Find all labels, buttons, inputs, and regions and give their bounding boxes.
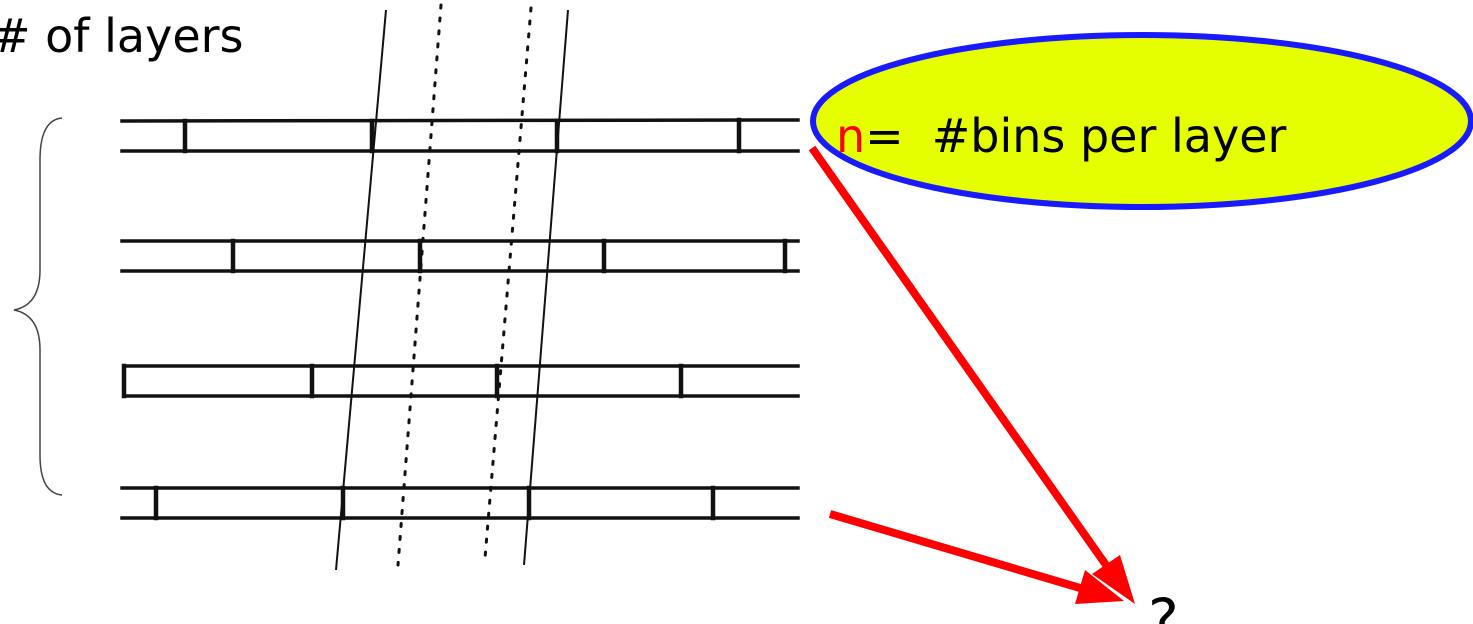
layer-2 [120,238,800,274]
layers-label: # of layers [0,9,244,63]
track-left-boundary [335,9,387,571]
arrow-from-layers-head [1075,570,1124,604]
layer-1 [120,117,800,154]
equals-sign: = [865,109,904,163]
track-right-dotted [483,6,533,560]
bins-description: #bins per layer [932,109,1287,163]
arrow-from-callout-head [1092,555,1135,604]
track-left-dotted [396,3,443,567]
arrows [808,145,1135,604]
arrow-from-layers [828,510,1082,592]
bins-callout-ellipse [810,32,1473,210]
track-right-boundary [523,9,569,566]
variable-n: n [836,109,865,163]
layer-3 [121,363,800,399]
layer-4 [120,485,800,521]
layers-brace [13,117,63,496]
bins-callout-text: n= #bins per layer [836,109,1286,163]
arrow-from-callout [808,145,1110,568]
result-label: ? [1148,586,1179,624]
